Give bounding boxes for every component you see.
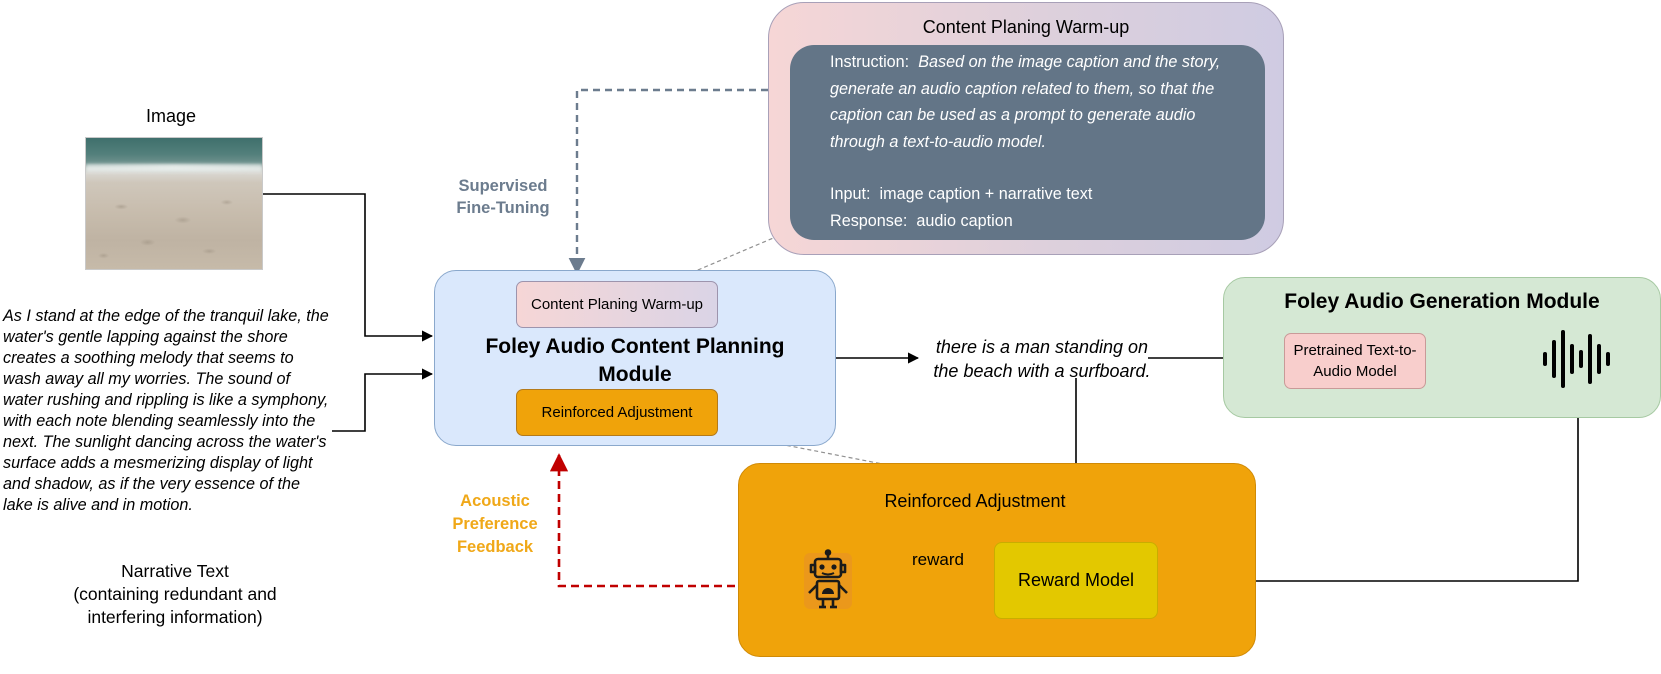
apf-label-line2: Preference bbox=[452, 515, 538, 533]
reinforced-panel-title: Reinforced Adjustment bbox=[884, 491, 1066, 511]
robot-icon bbox=[804, 549, 852, 609]
beach-image bbox=[85, 137, 263, 270]
feedback-arrow bbox=[549, 453, 800, 588]
warmup-chip: Content Planing Warm-up bbox=[516, 281, 718, 328]
instruction-card: Instruction: Based on the image caption … bbox=[790, 45, 1265, 240]
response-text: audio caption bbox=[916, 211, 1013, 230]
image-label: Image bbox=[145, 106, 197, 126]
apf-label: Acoustic Preference Feedback bbox=[430, 490, 560, 559]
warmup-callout-line bbox=[671, 235, 779, 282]
planning-title-line1: Foley Audio Content Planning bbox=[485, 335, 785, 358]
input-line: Input: image caption + narrative text bbox=[830, 181, 1247, 208]
reward-model-box: Reward Model bbox=[994, 542, 1158, 619]
wave-foam bbox=[86, 164, 262, 172]
generation-title: Foley Audio Generation Module bbox=[1284, 290, 1600, 313]
instruction-text: Based on the image caption and the story… bbox=[830, 53, 1221, 151]
sand-texture bbox=[86, 180, 262, 269]
waveform-icon bbox=[1543, 330, 1610, 388]
image-to-planning-arrow bbox=[263, 193, 434, 342]
apf-label-line3: Feedback bbox=[456, 538, 534, 556]
sft-arrow bbox=[568, 88, 768, 275]
planning-module: Content Planing Warm-up Foley Audio Cont… bbox=[434, 270, 836, 446]
input-text: image caption + narrative text bbox=[879, 185, 1093, 203]
narrative-text: As I stand at the edge of the tranquil l… bbox=[3, 307, 329, 514]
tta-line2: Audio Model bbox=[1313, 363, 1397, 380]
reinforced-panel: Reinforced Adjustment Reward Model bbox=[738, 463, 1256, 657]
input-label: Input: bbox=[830, 185, 871, 203]
planning-title-line2: Module bbox=[598, 363, 672, 386]
tta-model-box: Pretrained Text-to- Audio Model bbox=[1284, 333, 1426, 389]
audio-caption: there is a man standing on the beach wit… bbox=[912, 335, 1172, 383]
sft-label: Supervised Fine-Tuning bbox=[438, 175, 568, 219]
instruction-spacer bbox=[830, 155, 1247, 181]
instruction-label: Instruction: bbox=[830, 53, 910, 71]
reinforced-chip: Reinforced Adjustment bbox=[516, 389, 718, 436]
sft-label-line2: Fine-Tuning bbox=[456, 199, 550, 217]
generation-module: Foley Audio Generation Module Pretrained… bbox=[1223, 277, 1661, 418]
narrative-label-line3: interfering information) bbox=[87, 607, 263, 627]
apf-label-line1: Acoustic bbox=[460, 492, 530, 510]
planning-title: Foley Audio Content Planning Module bbox=[435, 333, 835, 389]
narrative-to-planning-arrow bbox=[332, 368, 434, 432]
tta-line1: Pretrained Text-to- bbox=[1293, 342, 1417, 359]
waveform-to-reward-arrow bbox=[1156, 398, 1579, 587]
narrative-label-line2: (containing redundant and bbox=[73, 584, 277, 604]
warmup-panel-title: Content Planing Warm-up bbox=[922, 17, 1130, 37]
narrative-label-line1: Narrative Text bbox=[121, 561, 229, 581]
response-label: Response: bbox=[830, 211, 908, 230]
audio-caption-line1: there is a man standing on bbox=[935, 337, 1149, 357]
instruction-paragraph: Instruction: Based on the image caption … bbox=[830, 49, 1247, 155]
narrative-label: Narrative Text (containing redundant and… bbox=[30, 560, 320, 629]
reward-label: reward bbox=[912, 550, 964, 569]
warmup-panel: Content Planing Warm-up Instruction: Bas… bbox=[768, 2, 1284, 255]
sft-label-line1: Supervised bbox=[458, 177, 548, 195]
audio-caption-line2: the beach with a surfboard. bbox=[933, 361, 1151, 381]
response-line: Response: audio caption bbox=[830, 208, 1247, 235]
